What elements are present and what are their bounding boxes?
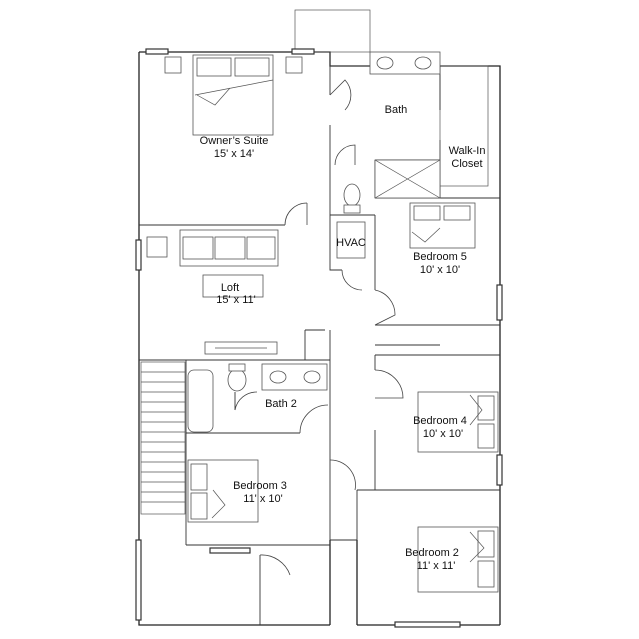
walk-in-closet-label-line1: Walk-In bbox=[449, 145, 486, 157]
loft-furniture bbox=[146, 229, 279, 355]
bedroom4-size: 10' x 10' bbox=[423, 428, 463, 440]
nightstand-icon bbox=[285, 56, 303, 74]
balcony-outline bbox=[294, 9, 371, 53]
nightstand-icon bbox=[164, 56, 182, 74]
bath-fixtures bbox=[336, 51, 441, 259]
bath-label: Bath bbox=[385, 104, 408, 116]
bedroom2-size: 11' x 11' bbox=[417, 560, 456, 572]
sink-icon bbox=[414, 56, 432, 70]
bedroom4-furniture bbox=[417, 391, 499, 453]
hvac-unit-icon bbox=[336, 221, 366, 259]
owners-suite-size: 15' x 14' bbox=[214, 148, 254, 160]
coffee-table-icon bbox=[202, 274, 264, 298]
bath2-label: Bath 2 bbox=[265, 398, 297, 410]
window bbox=[496, 284, 503, 321]
bath2-fixtures bbox=[187, 363, 328, 433]
hvac-label: HVAC bbox=[336, 237, 366, 249]
bedroom3-furniture bbox=[187, 459, 259, 523]
bedroom4-label: Bedroom 4 bbox=[413, 415, 467, 427]
window bbox=[291, 48, 315, 55]
doors bbox=[234, 79, 404, 576]
bedroom5-label: Bedroom 5 bbox=[413, 251, 467, 263]
side-table-icon bbox=[146, 236, 168, 258]
window bbox=[209, 547, 251, 554]
staircase bbox=[140, 361, 186, 515]
window bbox=[135, 539, 142, 621]
window bbox=[496, 454, 503, 486]
owners-suite-label: Owner’s Suite bbox=[200, 135, 269, 147]
bedroom2-label: Bedroom 2 bbox=[405, 547, 459, 559]
loft-label: Loft bbox=[221, 282, 239, 294]
window bbox=[145, 48, 169, 55]
sink-icon bbox=[303, 370, 321, 384]
toilet-icon bbox=[227, 368, 247, 392]
bedroom3-label: Bedroom 3 bbox=[233, 480, 287, 492]
room-labels: Owner’s Suite 15' x 14' Bath Walk-In Clo… bbox=[200, 104, 486, 572]
walk-in-closet-label-line2: Closet bbox=[451, 158, 482, 170]
bathtub-icon bbox=[187, 369, 214, 433]
owners-suite-furniture bbox=[164, 54, 303, 136]
sink-icon bbox=[376, 56, 394, 70]
bedroom3-size: 11' x 10' bbox=[243, 493, 282, 505]
toilet-icon bbox=[343, 183, 361, 207]
windows bbox=[135, 48, 503, 628]
bedroom5-size: 10' x 10' bbox=[420, 264, 460, 276]
sink-icon bbox=[269, 370, 287, 384]
window bbox=[135, 239, 142, 271]
window bbox=[394, 621, 461, 628]
bedroom2-furniture bbox=[417, 526, 499, 593]
loft-size: 15' x 11' bbox=[216, 294, 255, 306]
bedroom5-furniture bbox=[409, 202, 476, 249]
